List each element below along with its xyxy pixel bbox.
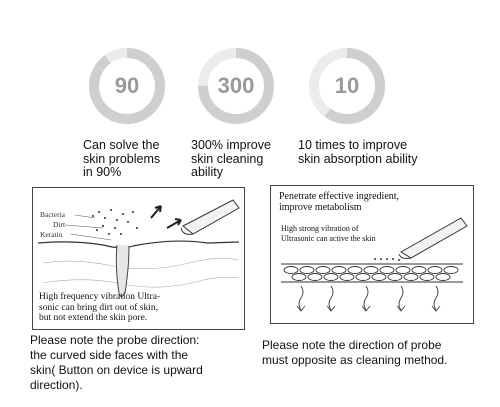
- cleaning-diagram-panel: Bacteria Dirt Keratin High frequency vib…: [32, 187, 245, 330]
- ring-graphic: [198, 48, 274, 124]
- stat-caption: 10 times to improve skin absorption abil…: [298, 138, 418, 166]
- stat-caption: Can solve the skin problems in 90%: [83, 138, 161, 179]
- ring-graphic: [89, 48, 165, 124]
- stat-value: 90: [114, 73, 140, 98]
- left-probe-note: Please note the probe direction: the cur…: [30, 333, 203, 392]
- stat-caption: 300% improve skin cleaning ability: [191, 138, 271, 179]
- label-keratin: Keratin: [40, 230, 63, 239]
- ring-graphic: [309, 48, 385, 124]
- absorption-diagram-panel: Penetrate effective ingredient, improve …: [270, 185, 474, 324]
- absorption-subtitle: High strong vibration of Ultrasonic can …: [281, 224, 376, 243]
- stat-value: 300: [217, 73, 255, 98]
- skin-absorption-illustration: [281, 217, 468, 312]
- stat-circle-300: 300: [196, 46, 276, 126]
- cleaning-description: High frequency vibration Ultra- sonic ca…: [39, 292, 161, 323]
- stat-circle-90: 90: [87, 46, 167, 126]
- stat-value: 10: [334, 73, 360, 98]
- absorption-title: Penetrate effective ingredient, improve …: [279, 191, 400, 213]
- label-dirt: Dirt: [53, 220, 66, 229]
- stat-circle-10: 10: [307, 46, 387, 126]
- right-probe-note: Please note the direction of probe must …: [262, 338, 448, 367]
- label-bacteria: Bacteria: [40, 210, 65, 219]
- skin-cleaning-illustration: [37, 199, 240, 297]
